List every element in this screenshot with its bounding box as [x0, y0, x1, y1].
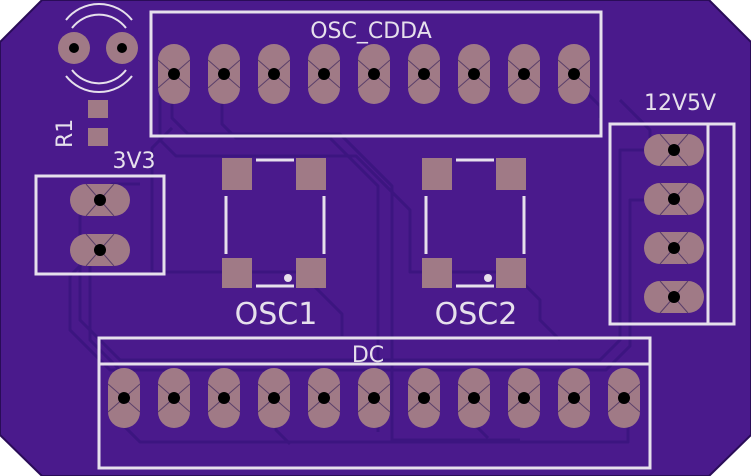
osc-cdda-pins	[157, 44, 591, 104]
osc-cdda-pin	[457, 44, 491, 104]
header-3v3-pin	[70, 233, 130, 267]
label-r1: R1	[53, 119, 78, 148]
header-12v5v-pin	[644, 182, 704, 216]
dc-pin	[207, 368, 241, 428]
label-dc: DC	[352, 343, 384, 368]
header-12v5v-pin	[644, 231, 704, 265]
dc-pin	[157, 368, 191, 428]
dc-header-outline	[97, 336, 652, 470]
dc-pin	[257, 368, 291, 428]
osc-cdda-pin	[157, 44, 191, 104]
dc-pin	[357, 368, 391, 428]
r1-pads	[88, 100, 108, 146]
led-pins	[58, 32, 138, 64]
led-footprint	[65, 3, 133, 93]
osc-cdda-pin	[307, 44, 341, 104]
osc-cdda-pin	[557, 44, 591, 104]
header-12v5v-outline	[608, 122, 736, 326]
label-osc1: OSC1	[235, 297, 318, 332]
dc-pins	[107, 368, 641, 428]
dc-pin	[507, 368, 541, 428]
header-3v3-outline	[34, 174, 166, 276]
label-osc-cdda: OSC_CDDA	[310, 19, 432, 44]
osc-cdda-pin	[357, 44, 391, 104]
dc-pin	[457, 368, 491, 428]
label-3v3: 3V3	[112, 149, 155, 174]
osc1-footprint	[222, 158, 326, 288]
label-osc2: OSC2	[435, 297, 518, 332]
label-12v5v: 12V5V	[644, 91, 716, 116]
dc-pin	[557, 368, 591, 428]
osc2-footprint	[422, 158, 526, 288]
header-12v5v-pins	[644, 133, 704, 314]
header-12v5v-pin	[644, 133, 704, 167]
osc-cdda-pin	[407, 44, 441, 104]
osc-cdda-pin	[207, 44, 241, 104]
dc-pin	[107, 368, 141, 428]
dc-pin	[307, 368, 341, 428]
dc-pin	[607, 368, 641, 428]
header-12v5v-pin	[644, 280, 704, 314]
header-3v3-pin	[70, 183, 130, 217]
osc-cdda-pin	[507, 44, 541, 104]
osc-cdda-pin	[257, 44, 291, 104]
osc-cdda-header-outline	[149, 10, 603, 138]
header-3v3-pins	[70, 183, 130, 267]
dc-pin	[407, 368, 441, 428]
